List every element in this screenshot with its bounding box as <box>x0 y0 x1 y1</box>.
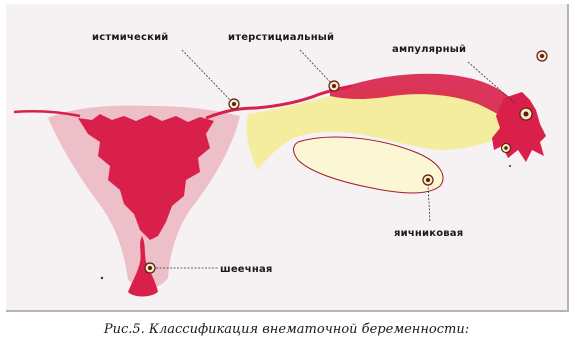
label-ampullary: ампулярный <box>392 44 466 55</box>
marker-abdominal <box>537 51 547 61</box>
marker-fimbrial <box>502 144 511 153</box>
speck <box>101 277 103 279</box>
leader-line-interstitial <box>300 50 332 84</box>
marker-interstitial <box>329 81 339 91</box>
marker-ampullary <box>520 108 532 120</box>
speck <box>509 165 511 167</box>
marker-ovarian <box>423 175 433 185</box>
marker-isthmic <box>229 99 239 109</box>
figure-caption: Рис.5. Классификация внематочной беремен… <box>0 322 573 337</box>
label-interstitial: итерстициальный <box>228 32 334 43</box>
label-ovarian: яичниковая <box>394 228 463 239</box>
label-cervical: шеечная <box>220 264 273 275</box>
marker-cervical <box>145 263 155 273</box>
label-isthmic: истмический <box>92 32 169 43</box>
leader-line-isthmic <box>182 50 232 102</box>
